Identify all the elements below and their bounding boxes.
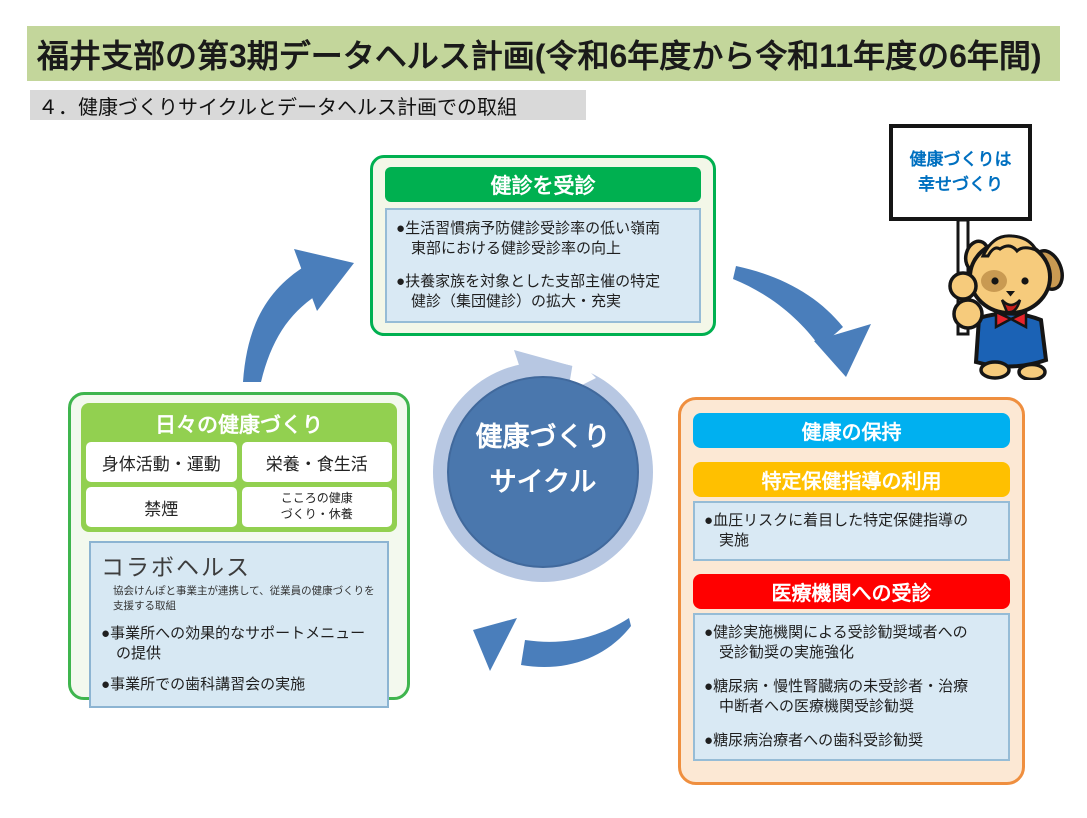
arrow-up-left-icon — [243, 268, 317, 382]
dog-eye — [991, 277, 999, 285]
collabo-title: コラボヘルス — [101, 554, 251, 580]
grid-cell: 禁煙 — [86, 487, 237, 527]
bullet-marker: ● — [704, 624, 714, 641]
bullet-item: ●事業所での歯科講習会の実施 — [101, 675, 377, 695]
bullet-marker: ● — [704, 732, 714, 749]
bullet-text: 糖尿病治療者への歯科受診勧奨 — [713, 732, 924, 749]
bullet-text: 扶養家族を対象とした支部主催の特定 健診（集団健診）の拡大・充実 — [405, 273, 661, 310]
arrow-left-bottom-head-icon — [473, 618, 517, 671]
grid-cell: 栄養・食生活 — [241, 442, 392, 482]
bullet-item: ●生活習慣病予防健診受診率の低い嶺南 東部における健診受診率の向上 — [396, 219, 690, 259]
page-title: 福井支部の第3期データヘルス計画(令和6年度から令和11年度の6年間) — [27, 26, 1060, 81]
mascot-dog — [948, 220, 1064, 380]
daily-health-header: 日々の健康づくり — [155, 413, 323, 437]
grid-cell: 身体活動・運動 — [86, 442, 237, 482]
daily-health-box: 日々の健康づくり 身体活動・運動 栄養・食生活 禁煙 こころの健康 づくり・休養… — [68, 392, 410, 708]
dog-foot — [1017, 362, 1047, 380]
dog-bangs — [980, 234, 1040, 258]
medical-body: ●健診実施機関による受診勧奨域者への 受診勧奨の実施強化 ●糖尿病・慢性腎臓病の… — [693, 613, 1010, 761]
bullet-text: 糖尿病・慢性腎臓病の未受診者・治療 中断者への医療機関受診勧奨 — [713, 678, 969, 715]
medical-header: 医療機関への受診 — [693, 574, 1010, 609]
dog-paw-lower — [952, 298, 984, 330]
dog-bowtie — [994, 310, 1028, 330]
section-heading: ４．健康づくりサイクルとデータヘルス計画での取組 — [30, 90, 586, 120]
daily-health-grid: 身体活動・運動 栄養・食生活 禁煙 こころの健康 づくり・休養 — [86, 442, 392, 527]
cycle-circle — [433, 350, 653, 582]
keep-header: 健康の保持 — [693, 413, 1010, 448]
checkup-box-body: ●生活習慣病予防健診受診率の低い嶺南 東部における健診受診率の向上 ●扶養家族を… — [385, 208, 701, 323]
bullet-marker: ● — [704, 678, 714, 695]
collabo-note: 協会けんぽと事業主が連携して、従業員の健康づくりを支援する取組 — [113, 585, 375, 612]
bullet-text: 血圧リスクに着目した特定保健指導の 実施 — [713, 512, 969, 549]
dog-body — [973, 311, 1049, 369]
cycle-label-line2: サイクル — [489, 467, 597, 497]
mascot-sign: 健康づくりは 幸せづくり — [889, 124, 1032, 221]
arrow-down-right-icon — [733, 266, 843, 347]
collabo-health-panel: コラボヘルス 協会けんぽと事業主が連携して、従業員の健康づくりを支援する取組 ●… — [89, 541, 389, 708]
bullet-text: 事業所での歯科講習会の実施 — [110, 676, 306, 693]
bullet-marker: ● — [704, 512, 714, 529]
bullet-marker: ● — [396, 220, 406, 237]
dog-nose — [1006, 291, 1015, 297]
cycle-label-line1: 健康づくり — [475, 422, 611, 452]
bullet-marker: ● — [396, 273, 406, 290]
arrow-left-bottom-icon — [521, 618, 631, 668]
bullet-item: ●血圧リスクに着目した特定保健指導の 実施 — [704, 511, 999, 551]
bullet-item: ●糖尿病・慢性腎臓病の未受診者・治療 中断者への医療機関受診勧奨 — [704, 677, 999, 717]
bullet-item: ●健診実施機関による受診勧奨域者への 受診勧奨の実施強化 — [704, 623, 999, 663]
cycle-label: 健康づくり サイクル — [428, 415, 658, 505]
bullet-item: ●事業所への効果的なサポートメニュー の提供 — [101, 624, 377, 664]
arrow-down-right-head-icon — [814, 324, 871, 377]
guidance-body: ●血圧リスクに着目した特定保健指導の 実施 — [693, 501, 1010, 561]
grid-cell: こころの健康 づくり・休養 — [241, 487, 392, 527]
bullet-item: ●糖尿病治療者への歯科受診勧奨 — [704, 731, 999, 751]
dog-eye — [1021, 277, 1029, 285]
checkup-box-header: 健診を受診 — [385, 167, 701, 202]
bullet-text: 健診実施機関による受診勧奨域者への 受診勧奨の実施強化 — [713, 624, 968, 661]
bullet-text: 生活習慣病予防健診受診率の低い嶺南 東部における健診受診率の向上 — [405, 220, 661, 257]
cycle-inner-circle — [447, 376, 639, 568]
bullet-item: ●扶養家族を対象とした支部主催の特定 健診（集団健診）の拡大・充実 — [396, 272, 690, 312]
checkup-box: 健診を受診 ●生活習慣病予防健診受診率の低い嶺南 東部における健診受診率の向上 … — [370, 155, 716, 336]
health-keep-box: 健康の保持 特定保健指導の利用 ●血圧リスクに着目した特定保健指導の 実施 医療… — [678, 397, 1025, 785]
bullet-text: 事業所への効果的なサポートメニュー の提供 — [110, 625, 366, 662]
guidance-header: 特定保健指導の利用 — [693, 462, 1010, 497]
dog-paw-upper — [948, 271, 978, 301]
daily-health-panel: 日々の健康づくり 身体活動・運動 栄養・食生活 禁煙 こころの健康 づくり・休養 — [81, 403, 397, 532]
bullet-marker: ● — [101, 625, 111, 642]
arrow-up-left-head-icon — [294, 249, 354, 311]
dog-foot — [979, 360, 1011, 380]
bullet-marker: ● — [101, 676, 111, 693]
